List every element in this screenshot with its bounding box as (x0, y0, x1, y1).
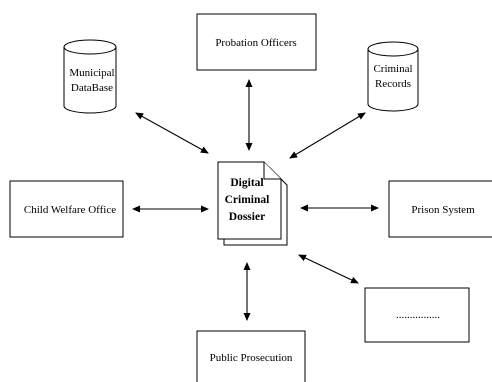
public-prosecution-node: Public Prosecution (196, 330, 306, 382)
municipal-database-label-line1: Municipal (69, 67, 114, 79)
arrow-dossier-criminal-records (289, 112, 366, 159)
dossier-label-line2: Criminal (225, 194, 270, 206)
probation-officers-label: Probation Officers (215, 37, 296, 49)
dossier-label-line3: Dossier (229, 211, 265, 223)
arrow-dossier-placeholder (298, 254, 359, 284)
placeholder-node: ................ (364, 287, 470, 343)
municipal-database-label-line2: DataBase (71, 82, 113, 94)
digital-criminal-dossier-node: Digital Criminal Dossier (217, 161, 288, 246)
public-prosecution-label: Public Prosecution (210, 352, 293, 364)
prison-system-label: Prison System (411, 204, 475, 216)
criminal-records-node: Criminal Records (367, 41, 419, 112)
prison-system-node: Prison System (388, 180, 492, 238)
child-welfare-office-node: Child Welfare Office (9, 180, 124, 238)
child-welfare-office-label: Child Welfare Office (24, 204, 116, 216)
probation-officers-node: Probation Officers (196, 13, 317, 71)
placeholder-label: ................ (396, 309, 440, 321)
dossier-label-line1: Digital (230, 177, 263, 189)
arrow-dossier-municipal (135, 112, 209, 154)
criminal-records-label-line1: Criminal (373, 63, 412, 75)
criminal-records-label-line2: Records (375, 78, 411, 90)
municipal-database-node: Municipal DataBase (63, 39, 117, 114)
